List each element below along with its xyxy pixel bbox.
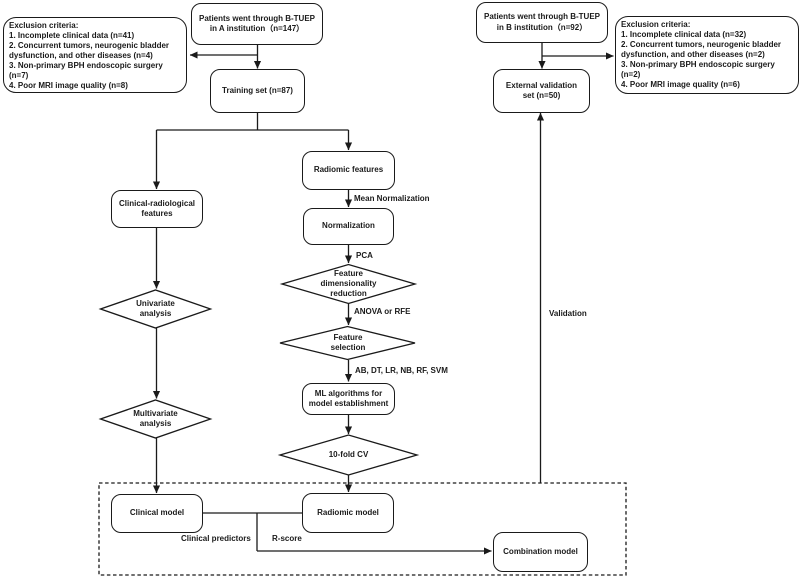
node-patients-a-institution: Patients went through B-TUEP in A instit… (191, 3, 323, 45)
node-combination-model: Combination model (493, 532, 588, 572)
node-normalization: Normalization (303, 208, 394, 245)
label-feature-selection: Feature selection (330, 333, 366, 352)
node-clinical-radiological-features: Clinical-radiological features (111, 190, 203, 228)
node-radiomic-features: Radiomic features (302, 151, 395, 190)
label-multivariate-analysis: Multivariate analysis (133, 409, 178, 428)
diamond-feature-dimensionality-reduction (279, 263, 418, 305)
edge-label-validation: Validation (549, 309, 587, 318)
node-ml-algorithms: ML algorithms for model establishment (302, 383, 395, 415)
node-exclusion-criteria-left: Exclusion criteria: 1. Incomplete clinic… (3, 17, 187, 93)
diamond-feature-selection (279, 325, 416, 361)
edge-label-mean-normalization: Mean Normalization (354, 194, 430, 203)
edge-label-r-score: R-score (272, 534, 302, 543)
diamond-multivariate-analysis (98, 399, 213, 439)
label-univariate-analysis: Univariate analysis (136, 299, 175, 318)
node-patients-b-institution: Patients went through B-TUEP in B instit… (476, 2, 608, 43)
label-feature-dimensionality-reduction: Feature dimensionality reduction (320, 269, 377, 298)
node-radiomic-model: Radiomic model (302, 493, 394, 533)
node-training-set: Training set (n=87) (210, 69, 305, 113)
edge-label-clinical-predictors: Clinical predictors (181, 534, 251, 543)
edge-label-anova-or-rfe: ANOVA or RFE (354, 307, 411, 316)
edge-label-pca: PCA (356, 251, 373, 260)
node-exclusion-criteria-right: Exclusion criteria: 1. Incomplete clinic… (615, 16, 799, 94)
diamond-univariate-analysis (98, 289, 213, 329)
node-clinical-model: Clinical model (111, 494, 203, 533)
dashed-model-group-border (98, 482, 627, 576)
node-external-validation-set: External validation set (n=50) (493, 69, 590, 113)
label-10-fold-cv: 10-fold CV (328, 450, 369, 459)
edge-label-ml-algorithm-list: AB, DT, LR, NB, RF, SVM (355, 366, 448, 375)
diamond-10-fold-cv (277, 434, 420, 476)
